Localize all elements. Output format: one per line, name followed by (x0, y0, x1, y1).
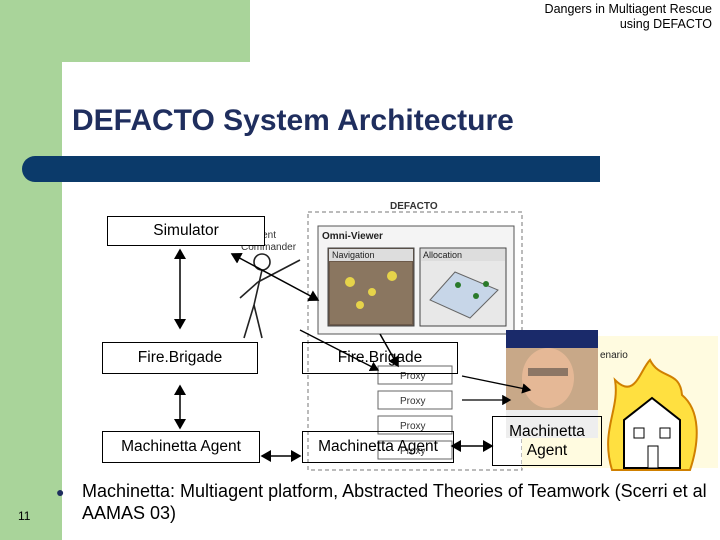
machinetta-box-far: Machinetta Agent (492, 416, 602, 466)
simulator-box: Simulator (107, 216, 265, 246)
incident-commander-figure (240, 254, 300, 338)
machinetta-label-right: Machinetta Agent (318, 438, 438, 456)
firebrigade-label-right: Fire.Brigade (338, 349, 422, 367)
defacto-label: DEFACTO (390, 201, 438, 212)
bullet-icon: ● (56, 484, 64, 500)
simulator-label: Simulator (153, 222, 218, 240)
machinetta-label-far: Machinetta Agent (493, 422, 601, 460)
machinetta-box-right: Machinetta Agent (302, 431, 454, 463)
svg-text:Proxy: Proxy (400, 396, 426, 407)
slide-number: 11 (18, 509, 30, 523)
allocation-label: Allocation (423, 250, 462, 260)
bullet-text: Machinetta: Multiagent platform, Abstrac… (82, 480, 720, 524)
machinetta-label-left: Machinetta Agent (121, 438, 241, 456)
firebrigade-box-left: Fire.Brigade (102, 342, 258, 374)
firebrigade-box-right: Fire.Brigade (302, 342, 458, 374)
navigation-label: Navigation (332, 250, 375, 260)
scenario-label: enario (600, 350, 628, 361)
omni-viewer-label: Omni-Viewer (322, 231, 383, 242)
machinetta-box-left: Machinetta Agent (102, 431, 260, 463)
firebrigade-label-left: Fire.Brigade (138, 349, 222, 367)
